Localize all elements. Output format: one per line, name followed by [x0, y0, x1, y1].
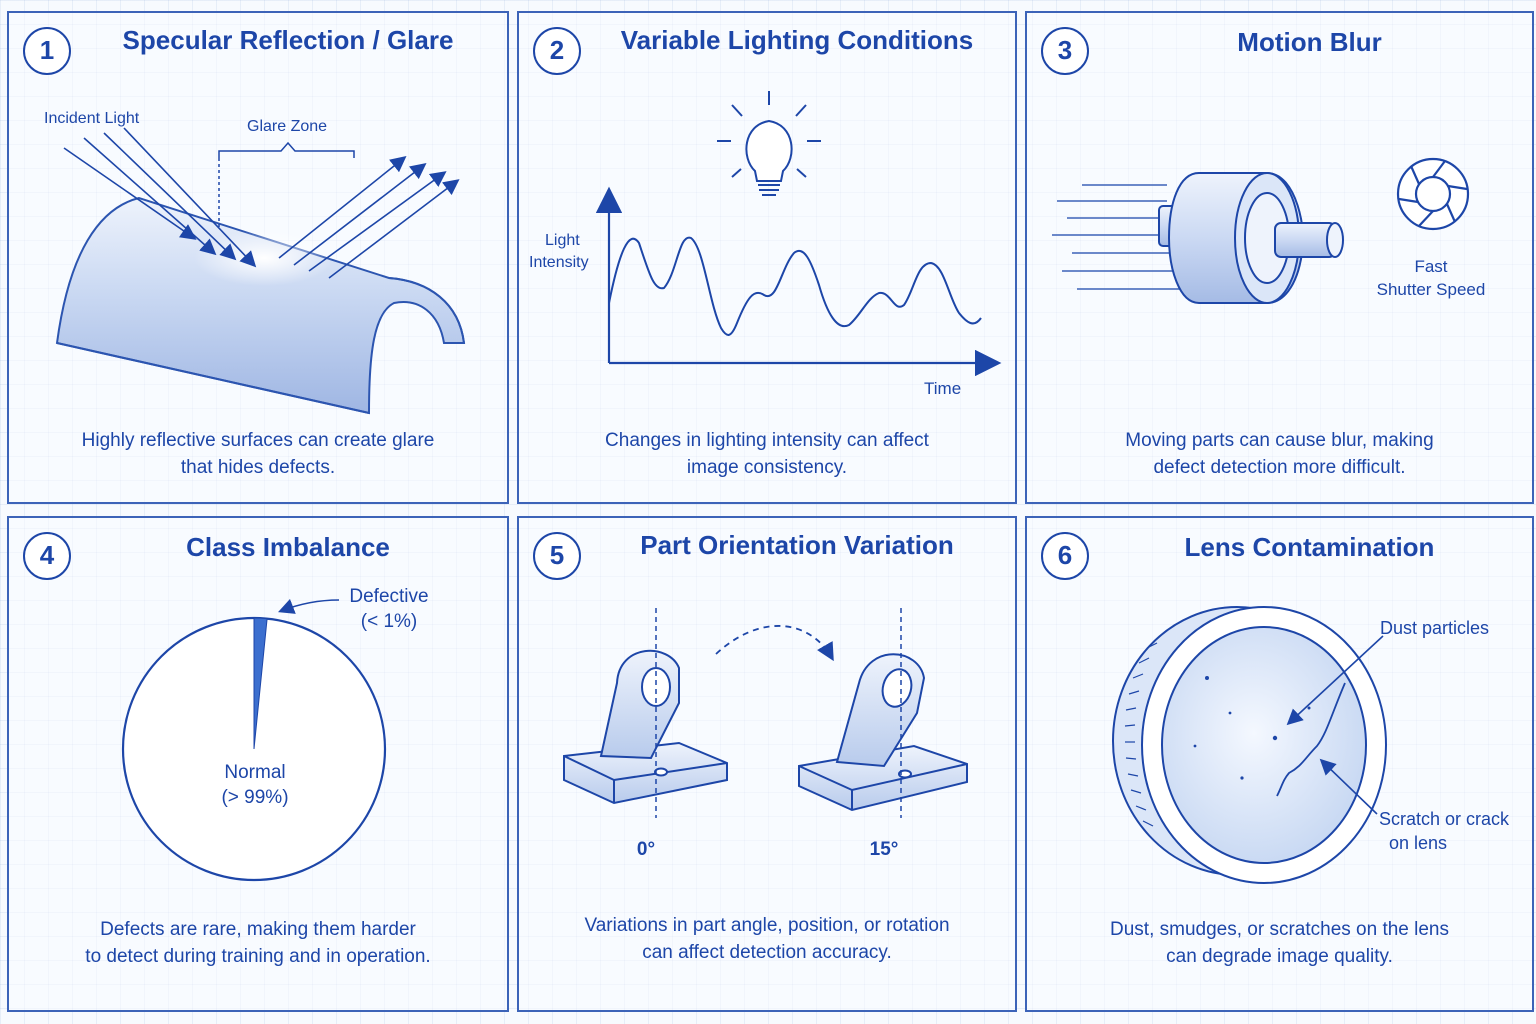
moving-part: [1158, 172, 1344, 304]
caption-line: to detect during training and in operati…: [85, 946, 431, 967]
lens-illustration: Dust particles Scratch or crack on lens: [1112, 606, 1510, 884]
shutter-label: Shutter Speed: [1377, 280, 1486, 299]
scratch-label: on lens: [1389, 833, 1447, 853]
panel-caption: Highly reflective surfaces can create gl…: [29, 427, 487, 481]
bracket-part-0deg: [563, 649, 728, 805]
camera-aperture-icon: [1396, 157, 1470, 231]
dust-label: Dust particles: [1380, 618, 1489, 638]
reflected-rays: [278, 156, 460, 279]
glare-zone-label: Glare Zone: [247, 118, 327, 135]
panel-title: Part Orientation Variation: [640, 530, 954, 560]
pie-defective-slice: [253, 617, 268, 750]
panel-specular-reflection: Incident Light Glare Zone 1 Specular Ref…: [7, 11, 509, 504]
chart-axes: [595, 186, 1002, 377]
lighting-illustration: Light Intensity Time: [529, 91, 1002, 398]
caption-line: Variations in part angle, position, or r…: [584, 915, 950, 936]
panel-lens-contamination: Dust particles Scratch or crack on lens …: [1025, 516, 1534, 1012]
panel-class-imbalance: Defective (< 1%) Normal (> 99%) 4 Class …: [7, 516, 509, 1012]
y-axis-label: Light: [545, 232, 580, 249]
camera-lens: [1112, 606, 1387, 884]
panel-caption: Variations in part angle, position, or r…: [539, 912, 995, 966]
panel-title: Class Imbalance: [186, 532, 390, 562]
panel-caption: Dust, smudges, or scratches on the lens …: [1047, 916, 1512, 970]
normal-label: Normal: [224, 762, 285, 783]
caption-line: can degrade image quality.: [1166, 946, 1393, 967]
panel-part-orientation: 0° 15° 5 Part Orientation Variation Vari…: [517, 516, 1017, 1012]
caption-line: that hides defects.: [180, 457, 336, 478]
panel-number: 6: [1041, 532, 1089, 580]
panel-title: Motion Blur: [1237, 27, 1382, 57]
incident-rays: [63, 127, 257, 268]
scratch-label: Scratch or crack: [1379, 809, 1510, 829]
panel-title: Lens Contamination: [1184, 532, 1435, 562]
shutter-label: Fast: [1414, 257, 1447, 276]
speed-lines: [1052, 184, 1182, 290]
y-axis-label: Intensity: [529, 254, 589, 271]
panel-title: Variable Lighting Conditions: [620, 25, 974, 55]
dust-particles: [1193, 676, 1311, 780]
x-axis-label: Time: [924, 379, 961, 398]
panel-motion-blur: Fast Shutter Speed 3 Motion Blur Moving …: [1025, 11, 1534, 504]
defective-label: Defective: [349, 586, 428, 607]
scratch-pointer: [1319, 758, 1378, 815]
angle-label-0: 0°: [637, 839, 655, 860]
caption-line: can affect detection accuracy.: [642, 942, 892, 963]
caption-line: defect detection more difficult.: [1153, 457, 1406, 478]
defective-label: (< 1%): [361, 611, 418, 632]
rotation-arrow: [715, 625, 834, 662]
caption-line: Changes in lighting intensity can affect: [605, 430, 929, 451]
dust-pointer: [1286, 635, 1384, 726]
panel-number: 2: [533, 27, 581, 75]
caption-line: image consistency.: [686, 457, 848, 478]
normal-label: (> 99%): [221, 787, 288, 808]
caption-line: Dust, smudges, or scratches on the lens: [1110, 919, 1449, 940]
panel-number: 4: [23, 532, 71, 580]
glare-zone-bracket: [218, 141, 355, 228]
panel-caption: Changes in lighting intensity can affect…: [539, 427, 995, 481]
lightbulb-icon: [717, 91, 821, 196]
orientation-illustration: 0° 15°: [563, 608, 968, 860]
glare-illustration: Incident Light Glare Zone: [44, 110, 466, 415]
panel-variable-lighting: Light Intensity Time 2 Variable Lighting…: [517, 11, 1017, 504]
caption-line: Defects are rare, making them harder: [100, 919, 416, 940]
incident-light-label: Incident Light: [44, 110, 140, 127]
panel-number: 1: [23, 27, 71, 75]
motion-blur-illustration: Fast Shutter Speed: [1052, 157, 1486, 304]
panel-caption: Moving parts can cause blur, making defe…: [1047, 427, 1512, 481]
angle-label-15: 15°: [870, 839, 899, 860]
panel-title: Specular Reflection / Glare: [122, 25, 454, 55]
defective-pointer: [278, 598, 340, 614]
bracket-part-15deg: [798, 653, 968, 812]
class-pie-chart: Defective (< 1%) Normal (> 99%): [121, 586, 429, 882]
caption-line: Moving parts can cause blur, making: [1125, 430, 1434, 451]
panel-caption: Defects are rare, making them harder to …: [29, 916, 487, 970]
panel-number: 3: [1041, 27, 1089, 75]
caption-line: Highly reflective surfaces can create gl…: [81, 430, 435, 451]
intensity-curve: [608, 236, 982, 336]
panel-number: 5: [533, 532, 581, 580]
